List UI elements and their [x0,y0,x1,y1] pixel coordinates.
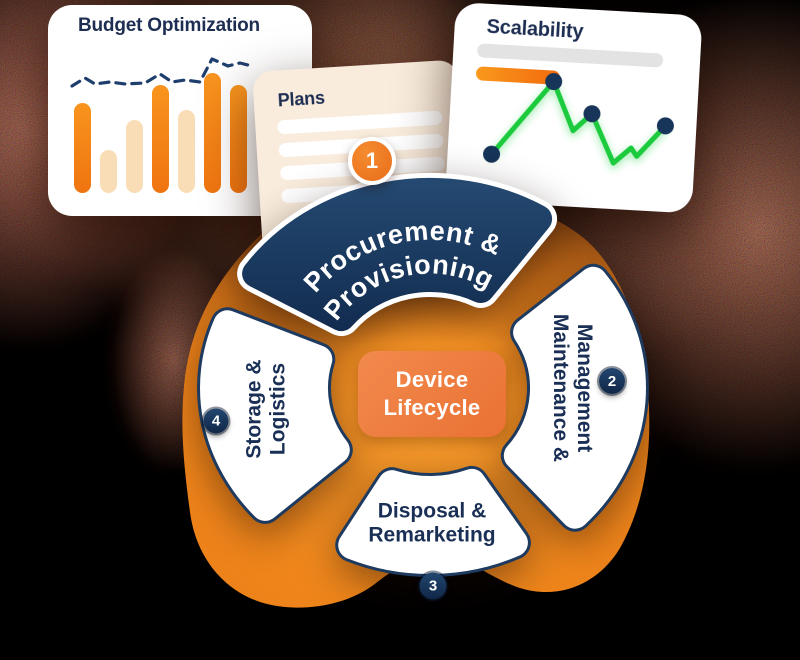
plans-card-title: Plans [277,87,326,111]
budget-trend-dashed-line [70,57,254,88]
budget-bar [204,73,221,193]
scalability-trend-line [489,79,668,166]
step-badge-4: 4 [203,408,229,434]
budget-bar [74,103,91,193]
budget-bar [100,150,117,193]
budget-bar [152,85,169,193]
segment-storage-label: Storage & Logistics [242,359,289,459]
budget-bar [126,120,143,193]
budget-bar [230,85,247,193]
budget-bar [178,110,195,193]
device-lifecycle-center-box: Device Lifecycle [358,351,506,437]
segment-disposal-label: Disposal & Remarketing [368,499,496,546]
scalability-card: Scalability [444,2,703,214]
scalability-line-chart [483,73,674,166]
segment-maintenance-label: Maintenance & Management [549,313,597,463]
step-badge-1: 1 [348,137,396,185]
step-badge-3: 3 [419,572,447,600]
step-badge-2: 2 [599,368,625,394]
plans-placeholder-line [277,110,443,135]
